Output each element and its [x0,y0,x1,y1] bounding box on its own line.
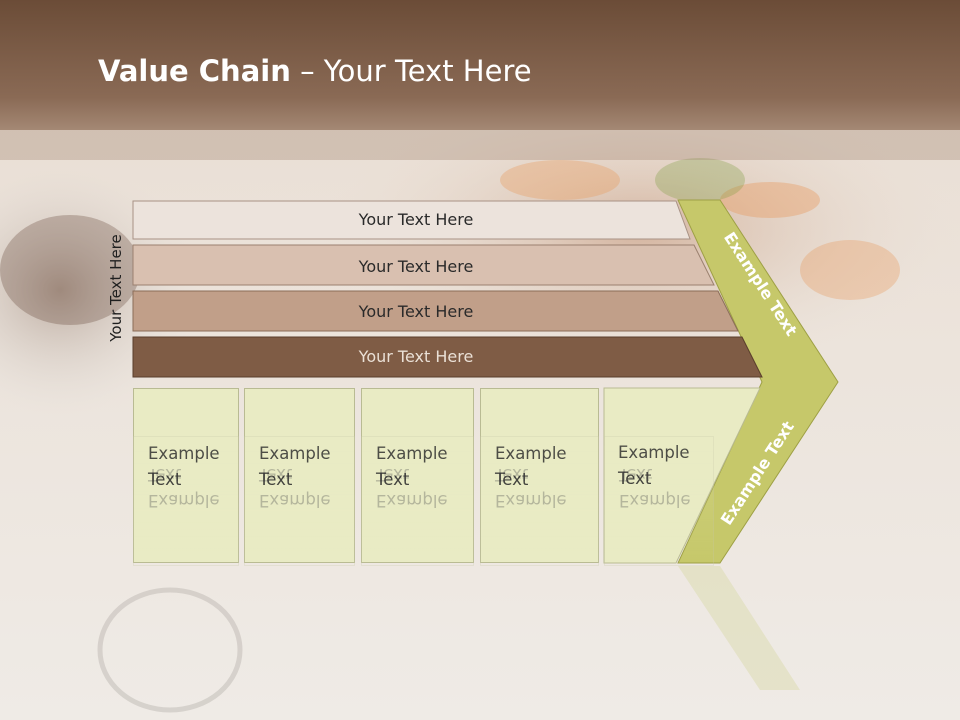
card-3: Example Text [361,388,474,563]
card-4-reflection: Example Text [480,436,599,566]
card-1-reflection-line1: Example [148,491,220,510]
card-3-line1: Example [376,444,448,463]
card-1-reflection-line2: Text [148,465,182,484]
chevron-reflection [678,566,800,690]
card-3-reflection: Example Text [361,436,474,566]
card-2: Example Text [244,388,355,563]
card-4-reflection-line1: Example [495,491,567,510]
card-1-line1: Example [148,444,220,463]
card-5-reflection: Example Text [604,436,714,566]
card-3-reflection-line2: Text [376,465,410,484]
card-2-line1: Example [259,444,331,463]
card-5-line2: Text [618,469,652,488]
slide-title: Value Chain – Your Text Here [98,54,532,88]
card-5-reflection-line2: Text [619,465,653,484]
chevron-arrow [677,199,839,564]
card-5: Example Text [604,388,704,563]
card-5-shape [603,387,761,564]
card-2-line2: Text [259,470,293,489]
bar-1 [132,200,691,240]
bar-2-label: Your Text Here [358,257,474,276]
card-4-reflection-line2: Text [495,465,529,484]
card-2-reflection-line2: Text [259,465,293,484]
card-5-line1: Example [618,443,690,462]
card-4: Example Text [480,388,599,563]
card-4-line2: Text [495,470,529,489]
card-5-reflection-line1: Example [619,491,691,510]
title-bold: Value Chain [98,54,291,88]
bar-3 [132,290,739,332]
bar-1-label: Your Text Here [358,210,474,229]
card-1-line2: Text [148,470,182,489]
card-2-reflection-line1: Example [259,491,331,510]
card-3-reflection-line1: Example [376,491,448,510]
card-4-line1: Example [495,444,567,463]
bar-4 [132,336,763,378]
title-rest: – Your Text Here [290,54,532,88]
card-3-line2: Text [376,470,410,489]
card-2-reflection: Example Text [244,436,355,566]
bar-2 [132,244,715,286]
card-1-reflection: Example Text [133,436,239,566]
bar-4-label: Your Text Here [358,347,474,366]
bar-3-label: Your Text Here [358,302,474,321]
card-1: Example Text [133,388,239,563]
